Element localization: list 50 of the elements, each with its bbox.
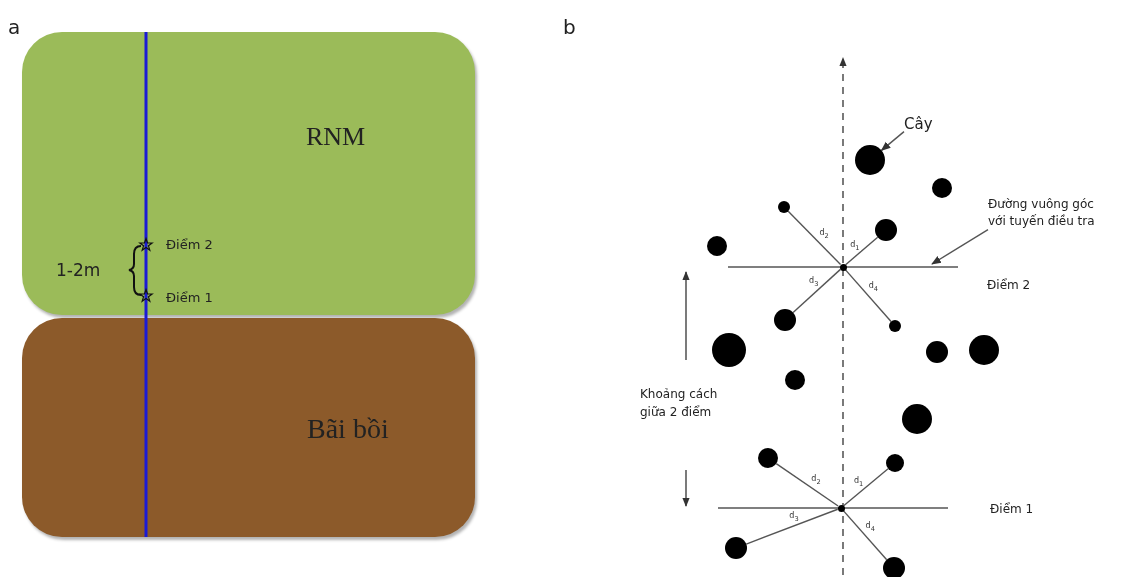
tree-circle [778,201,790,213]
zone-label: RNM [306,122,366,152]
distance-line [792,268,842,314]
zone-label: Đường vuông góc với tuyến điều tra [988,196,1096,231]
tree-circle [707,236,727,256]
distance-line [844,268,892,323]
zone-label: Bãi bồi [307,413,389,445]
zone-label: Cây [904,114,934,135]
vegetation-zone [22,32,475,315]
edge-label: d$_{1}$ [849,240,861,251]
distance-line [787,210,842,266]
edge-label: d$_{4}$ [864,521,876,533]
text-label: Khoảng cách giữa 2 điểm [640,386,719,421]
tree-circle [774,309,796,331]
distance-line [745,508,839,545]
tree-circle [902,404,932,434]
mudflat-zone [22,318,475,537]
edge-label: d$_{3}$ [788,511,800,522]
panel-letter: a [8,14,21,41]
tree-circle [889,320,901,332]
edge-label: d$_{4}$ [867,282,879,293]
tree-circle [725,537,747,559]
tree-circle [758,448,778,468]
tree-circle [883,557,905,577]
edge-label: d$_{2}$ [810,474,822,485]
survey-point [837,504,845,512]
distance-line [775,462,839,507]
tree-circle [886,454,904,472]
distance-line [843,468,889,507]
leader-line [931,228,989,265]
tree-circle [932,178,952,198]
tree-circle [875,219,897,241]
text-label: 1-2m [56,259,101,282]
text-label: Điểm 1 [166,289,213,307]
text-label: Điểm 2 [987,277,1031,294]
distance-line [842,509,888,561]
tree-circle [969,335,999,365]
survey-point [839,263,847,271]
edge-label: d$_{2}$ [818,229,830,240]
tree-circle [926,341,948,363]
panel-letter: b [563,14,576,41]
tree-circle [712,333,746,367]
text-label: Điểm 1 [990,501,1034,518]
leader-line [880,130,905,152]
distance-line [844,236,879,266]
tree-circle [785,370,805,390]
tree-circle [855,145,885,175]
text-label: Điểm 2 [166,236,213,254]
edge-label: d$_{1}$ [852,477,865,488]
edge-label: d$_{3}$ [808,277,820,288]
